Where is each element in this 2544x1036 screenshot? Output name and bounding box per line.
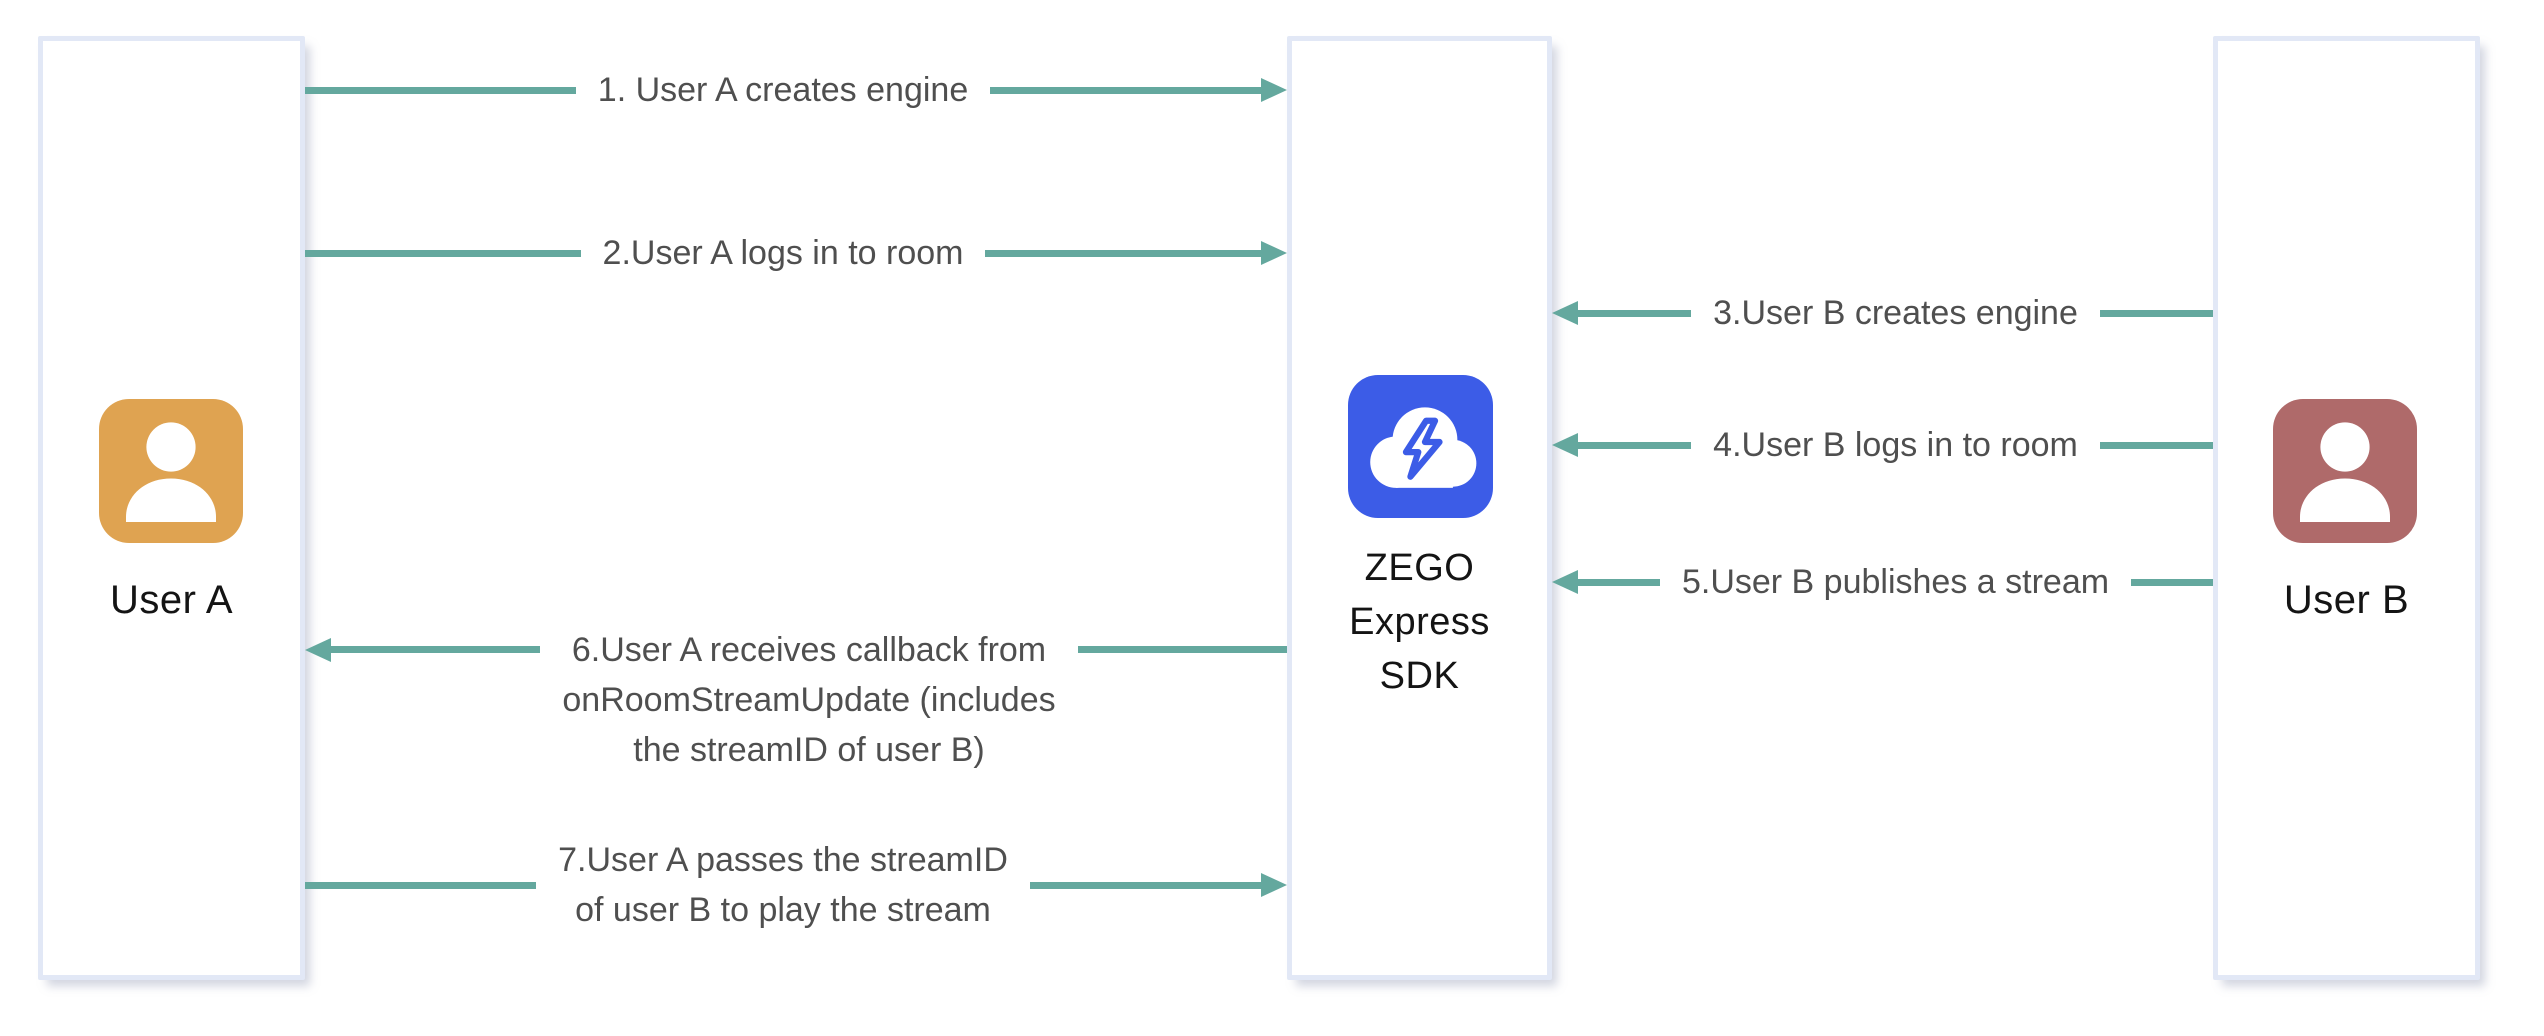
message-4-label: 4.User B logs in to room xyxy=(1713,426,2078,464)
arrow-line xyxy=(1077,646,1287,653)
arrow-line xyxy=(305,86,576,94)
person-icon xyxy=(2273,399,2417,543)
arrowhead-left-icon xyxy=(1578,309,1692,317)
user-b-avatar xyxy=(2273,399,2417,543)
message-4-arrow: 4.User B logs in to room xyxy=(1552,420,2214,470)
arrowhead-right-icon xyxy=(990,86,1262,94)
arrow-line xyxy=(305,249,581,257)
arrow-line xyxy=(2099,441,2214,449)
message-1-arrow: 1. User A creates engine xyxy=(305,65,1287,115)
sdk-app-icon xyxy=(1348,375,1493,518)
user-a-avatar xyxy=(99,399,243,543)
user-a-label: User A xyxy=(109,578,234,622)
arrowhead-left-icon xyxy=(331,646,541,653)
user-b-label: User B xyxy=(2283,578,2410,622)
message-2-label: 2.User A logs in to room xyxy=(602,234,964,272)
message-5-label: 5.User B publishes a stream xyxy=(1681,563,2110,601)
arrow-line xyxy=(2099,309,2214,317)
message-3-label: 3.User B creates engine xyxy=(1713,294,2078,332)
message-7-label: 7.User A passes the streamID of user B t… xyxy=(558,841,1008,929)
person-icon xyxy=(99,399,243,543)
arrowhead-left-icon xyxy=(1578,578,1660,586)
message-3-arrow: 3.User B creates engine xyxy=(1552,288,2214,338)
message-6-arrow: 6.User A receives callback from onRoomSt… xyxy=(305,625,1287,775)
message-7-arrow: 7.User A passes the streamID of user B t… xyxy=(305,835,1287,935)
message-6-label: 6.User A receives callback from onRoomSt… xyxy=(562,631,1056,769)
arrow-line xyxy=(2131,578,2214,586)
sdk-label: ZEGO Express SDK xyxy=(1349,547,1490,697)
arrowhead-right-icon xyxy=(985,249,1262,257)
message-2-arrow: 2.User A logs in to room xyxy=(305,228,1287,278)
arrowhead-right-icon xyxy=(1029,881,1262,889)
cloud-lightning-icon xyxy=(1348,375,1493,518)
arrowhead-left-icon xyxy=(1578,441,1692,449)
message-5-arrow: 5.User B publishes a stream xyxy=(1552,557,2214,607)
arrow-line xyxy=(305,881,537,889)
message-1-label: 1. User A creates engine xyxy=(597,71,969,109)
